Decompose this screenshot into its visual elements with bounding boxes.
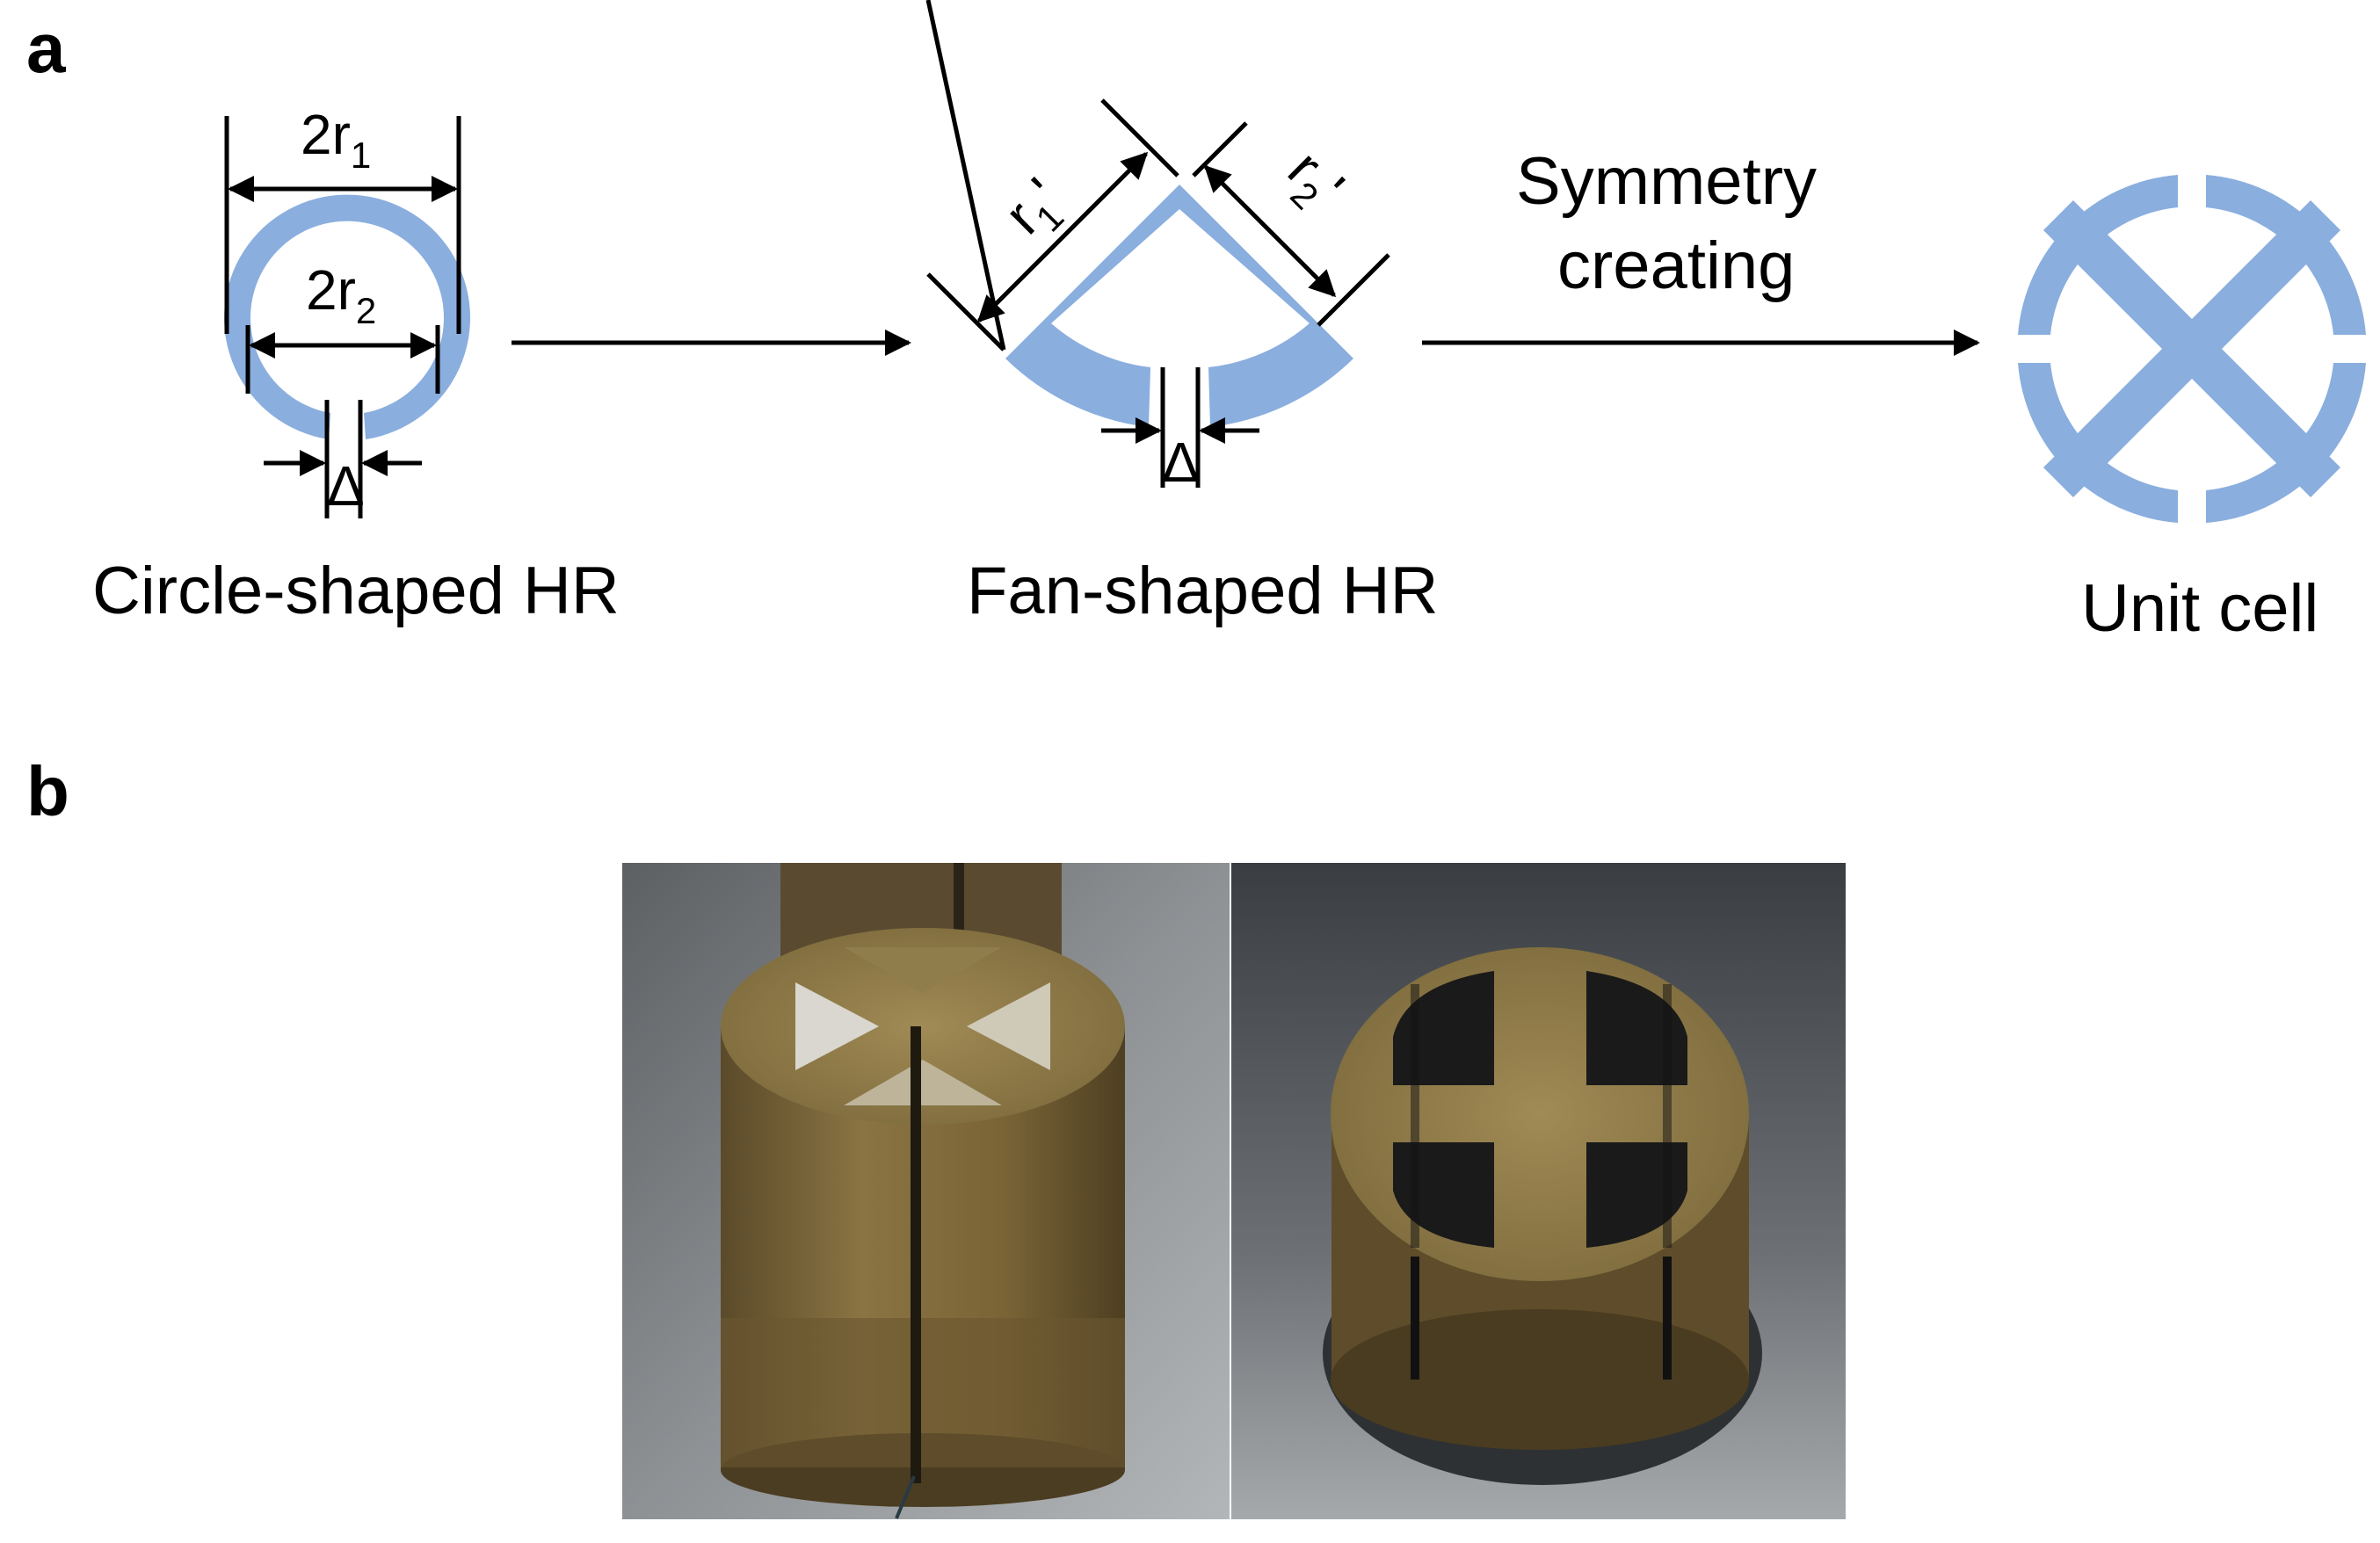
circle-gap-label: Δ <box>327 454 365 518</box>
unit-cell-shape <box>2018 175 2366 523</box>
cylinder-top-view-photo <box>1230 863 1846 1519</box>
fan-shape <box>1005 185 1353 427</box>
panel-b-label: b <box>26 752 69 830</box>
fan-r2-prime-label: r2' <box>1269 138 1356 225</box>
fan-shaped-hr: r1' r2' Δ Fan-shaped HR <box>925 0 1439 628</box>
symmetry-label-line2: creating <box>1557 228 1795 303</box>
cylinder-side-view-photo <box>622 863 1230 1519</box>
symmetry-label-line1: Symmetry <box>1516 144 1817 219</box>
inner-diameter-label: 2r2 <box>306 258 376 331</box>
circle-shaped-hr: 2r1 2r2 Δ Circle-shaped HR <box>92 103 620 628</box>
panel-a-label: a <box>26 9 66 87</box>
fan-shaped-hr-caption: Fan-shaped HR <box>967 554 1439 628</box>
outer-diameter-label: 2r1 <box>301 103 371 176</box>
fan-r1-prime-label: r1' <box>992 166 1079 253</box>
unit-cell-caption: Unit cell <box>2081 571 2318 646</box>
circle-shaped-hr-caption: Circle-shaped HR <box>92 554 620 628</box>
fan-gap-label: Δ <box>1162 431 1200 494</box>
